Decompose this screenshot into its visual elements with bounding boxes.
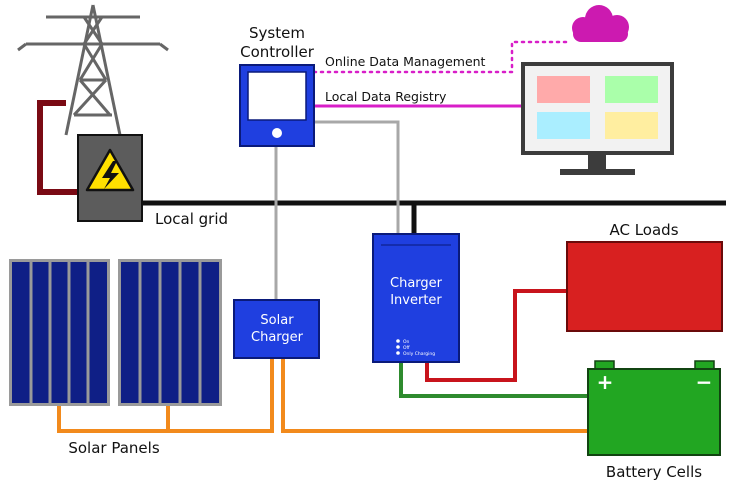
indicator-on-label: On [403,339,410,345]
solar-charger-to-battery-wire [281,358,588,433]
ac-loads-box[interactable] [566,241,723,332]
solar-charger-label-line1: Solar [260,313,294,328]
controller-button[interactable] [272,128,282,138]
dashboard-tile-red [537,76,590,103]
battery-plus-label: + [597,370,614,394]
high-voltage-warning-icon [85,148,135,192]
charger-inverter-label-line2: Inverter [390,293,442,308]
ac-load-wire [425,289,567,382]
charger-inverter-label-line1: Charger [390,276,443,291]
controller-screen [247,71,307,121]
dashboard-tile-blue [537,112,590,139]
dashboard-tile-yellow [605,112,658,139]
indicator-off-label: Off [403,345,411,351]
battery-minus-label: − [696,370,713,394]
grid-feed-wire [37,100,82,195]
ac-loads-label: AC Loads [609,221,678,239]
transmission-tower-icon [17,4,169,136]
solar-charger-label-line2: Charger [251,330,304,345]
solar-charger[interactable] [233,299,320,359]
local-data-label: Local Data Registry [325,89,447,104]
online-data-label: Online Data Management [325,54,486,69]
battery-dc-wire [399,362,588,398]
monitor-icon [521,62,674,175]
system-controller-label-line2: Controller [240,43,315,61]
online-data-line [312,40,568,74]
system-controller-label-line1: System [249,24,305,42]
solar-panel [9,259,110,406]
inverter-status-leds [396,339,400,355]
controller-to-inverter-wire [314,120,400,234]
solar-panels-label: Solar Panels [68,439,159,457]
local-grid-label: Local grid [155,210,228,228]
battery-cells[interactable] [587,360,721,456]
indicator-only-charging-label: Only Charging [403,351,435,357]
solar-panel-a-wire [57,358,274,433]
cloud-icon [572,5,629,42]
solar-panel [118,259,222,406]
charger-inverter[interactable] [372,233,460,363]
dashboard-tile-green [605,76,658,103]
battery-cells-label: Battery Cells [606,463,702,481]
